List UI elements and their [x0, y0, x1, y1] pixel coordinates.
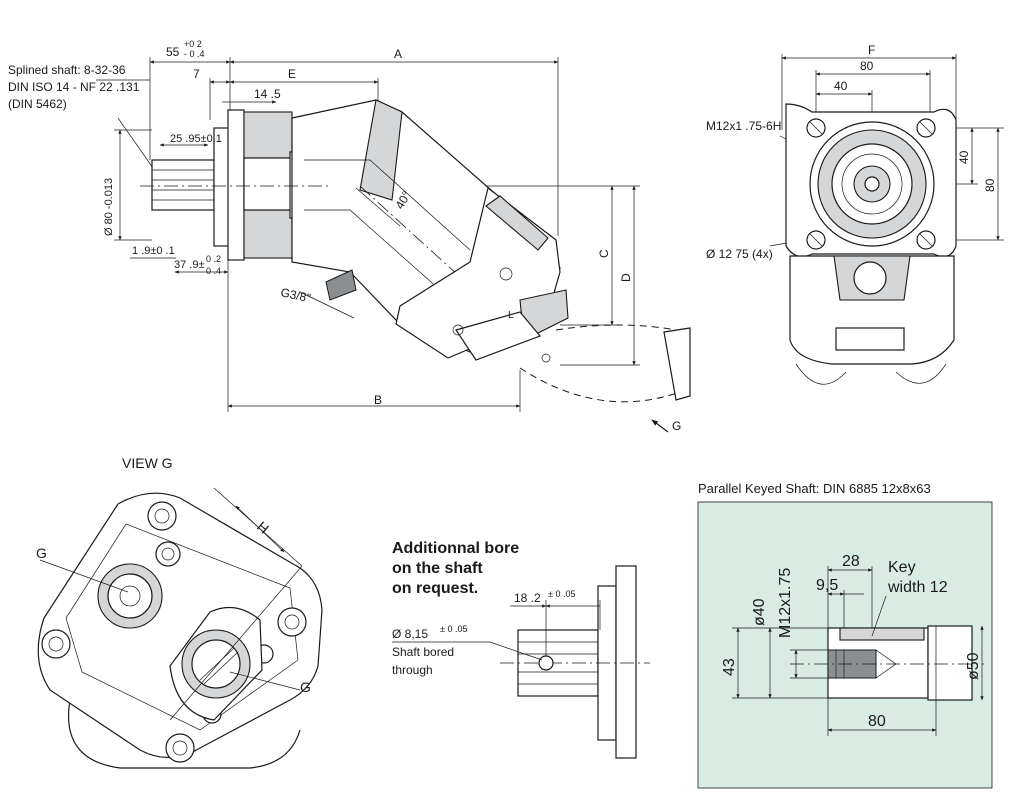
spline-note-line1: Splined shaft: 8-32-36 — [8, 63, 126, 77]
front-view: F 80 40 40 80 M12x1 .75-6H Ø 12 75 (4x) — [706, 43, 1004, 385]
dim-c-label: C — [597, 249, 611, 258]
port-l-label: L — [508, 310, 514, 321]
dim-dia80-label: Ø 80 -0.013 — [103, 178, 115, 236]
thread-label: M12x1 .75-6H — [706, 119, 781, 133]
view-g-title: VIEW G — [122, 455, 173, 471]
hole-label: Ø 12 75 (4x) — [706, 247, 773, 261]
dim-dia50-label: ø50 — [965, 652, 982, 680]
keyed-shaft-title: Parallel Keyed Shaft: DIN 6885 12x8x63 — [698, 481, 931, 496]
dim-e-label: E — [288, 67, 296, 81]
key-label-line1: Key — [888, 559, 916, 576]
view-g-arrow — [651, 419, 669, 433]
keyed-shaft-dimensions — [732, 566, 984, 736]
dim-37-9-tol-upper: 0 .2 — [206, 254, 221, 264]
dim-dia40-label: ø40 — [751, 598, 768, 626]
front-flange — [785, 103, 957, 258]
view-g-dimensions — [39, 487, 303, 721]
dim-37-9-label: 37 .9± — [174, 259, 205, 271]
spline-note-line2: DIN ISO 14 - NF 22 .131 — [8, 80, 140, 94]
tilt-path — [555, 324, 677, 331]
dim-h-label: H — [254, 518, 272, 537]
dim-d-label: D — [619, 273, 633, 282]
bore-tol-label: ± 0 .05 — [440, 624, 467, 634]
dim-b-label: B — [374, 393, 382, 407]
dim-1-9-label: 1 .9±0 .1 — [132, 245, 175, 257]
dim-55-label: 55 — [166, 45, 180, 59]
port-fitting — [299, 269, 357, 319]
bore-heading-line3: on request. — [392, 580, 478, 597]
dim-80-label: 80 — [868, 713, 886, 730]
port-g-upper-label: G — [36, 545, 47, 561]
dim-a-label: A — [394, 47, 402, 61]
bore-dia-label: Ø 8,15 — [392, 627, 428, 641]
bore-detail: Additionnal bore on the shaft on request… — [392, 540, 650, 759]
view-g: VIEW G — [36, 455, 323, 769]
dim-40-top-label: 40 — [834, 79, 848, 93]
view-g-body — [37, 492, 323, 769]
splined-shaft — [151, 127, 231, 247]
dim-f-label: F — [868, 43, 875, 57]
end-cap — [395, 186, 569, 363]
keyed-shaft-detail: Parallel Keyed Shaft: DIN 6885 12x8x63 — [697, 481, 993, 789]
dim-80-top-label: 80 — [860, 59, 874, 73]
dim-43-label: 43 — [721, 658, 738, 676]
dim-18-2-tol: ± 0 .05 — [548, 589, 575, 599]
dim-14-5-label: 14 .5 — [254, 87, 281, 101]
bore-heading-line1: Additionnal bore — [392, 540, 519, 557]
dim-28-label: 28 — [842, 553, 860, 570]
arrow-g-label: G — [672, 419, 681, 433]
dim-80-side-label: 80 — [983, 178, 997, 192]
bore-shaft-drawing — [392, 565, 650, 759]
dim-55-tol-lower: - 0 .4 — [184, 49, 205, 59]
bore-note-line2: through — [392, 663, 433, 677]
outlet-pipe — [663, 327, 691, 401]
dim-m12-label: M12x1.75 — [777, 568, 794, 638]
bore-note-line1: Shaft bored — [392, 645, 454, 659]
dim-55-tol-upper: +0 2 — [184, 39, 202, 49]
dim-25-95-label: 25 .95±0.1 — [170, 133, 222, 145]
port-g-lower-label: G — [300, 679, 311, 695]
port-g38-label: G3/8" — [279, 285, 312, 305]
bore-heading-line2: on the shaft — [392, 560, 483, 577]
tilt-path-lower — [519, 367, 681, 403]
front-lower-body — [789, 255, 955, 385]
dim-9-5-label: 9,5 — [816, 577, 838, 594]
dim-40-side-label: 40 — [957, 150, 971, 164]
dim-7-label: 7 — [193, 67, 200, 81]
dim-37-9-tol-lower: 0 .4 — [206, 266, 221, 276]
keyed-shaft-drawing — [790, 625, 984, 701]
spline-note-line3: (DIN 5462) — [8, 97, 67, 111]
dim-18-2-label: 18 .2 — [514, 591, 541, 605]
side-view: A B C D E 55 +0 2 - 0 .4 7 14 .5 25 .95±… — [8, 39, 691, 433]
key-label-line2: width 12 — [887, 579, 948, 596]
